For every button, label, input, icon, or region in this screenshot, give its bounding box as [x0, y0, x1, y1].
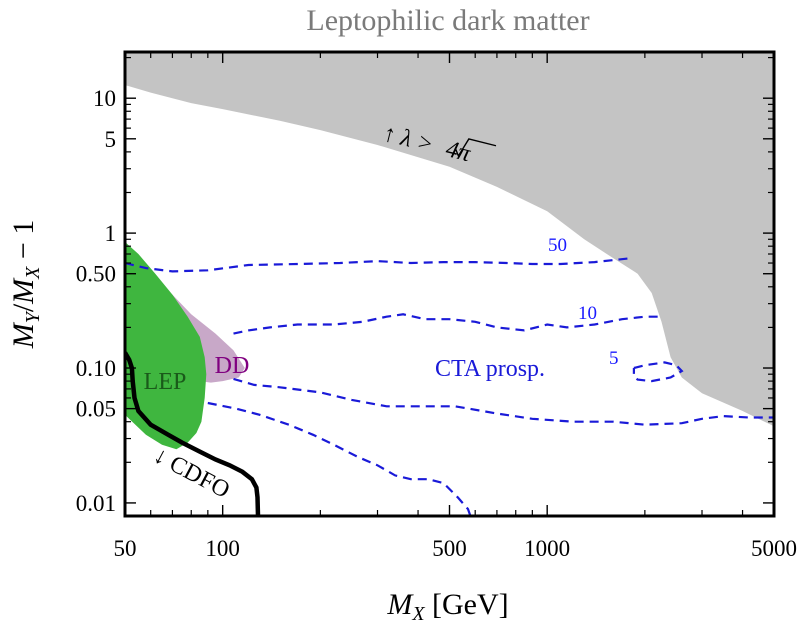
cta-contour-unlabeled-3 [233, 377, 774, 426]
cdfo-bound-curve [125, 351, 261, 516]
plot-area [125, 52, 774, 516]
y-tick-label: 1 [105, 221, 117, 246]
lep-excluded-region [125, 241, 207, 450]
cta-label: CTA prosp. [435, 356, 545, 382]
svg-text:↓CDFO: ↓CDFO [149, 442, 234, 503]
x-axis-label: MX [GeV] [386, 588, 508, 625]
cta-contour-unlabeled-4 [207, 401, 472, 516]
x-tick-label: 50 [114, 536, 137, 561]
x-tick-label: 100 [205, 536, 240, 561]
cta-contour-5 [632, 361, 684, 383]
y-tick-label: 10 [93, 86, 116, 111]
cdfo-label: ↓CDFO [149, 442, 234, 503]
y-tick-label: 0.01 [76, 491, 116, 516]
y-tick-label: 0.05 [76, 397, 116, 422]
cta-contours [125, 257, 774, 516]
cta-contour-10 [233, 313, 659, 335]
y-axis-ticks: 0.01 0.05 0.10 0.50 1 5 10 [76, 56, 774, 516]
cta-contour-50 [125, 257, 631, 273]
y-tick-label: 0.10 [76, 356, 116, 381]
y-tick-label: 5 [105, 127, 117, 152]
contour-label-50: 50 [548, 235, 567, 256]
y-tick-label: 0.50 [76, 262, 116, 287]
lep-label: LEP [144, 369, 187, 395]
contour-label-5: 5 [609, 348, 619, 369]
x-axis-ticks: 50 100 500 1000 5000 [114, 52, 797, 561]
x-tick-label: 500 [432, 536, 467, 561]
chart-title: Leptophilic dark matter [306, 4, 589, 37]
contour-label-10: 10 [578, 303, 597, 324]
y-axis-label: MY/MX − 1 [7, 220, 44, 350]
x-tick-label: 1000 [524, 536, 570, 561]
dd-label: DD [215, 353, 250, 379]
x-tick-label: 5000 [751, 536, 797, 561]
perturbativity-excluded-region [125, 52, 774, 427]
